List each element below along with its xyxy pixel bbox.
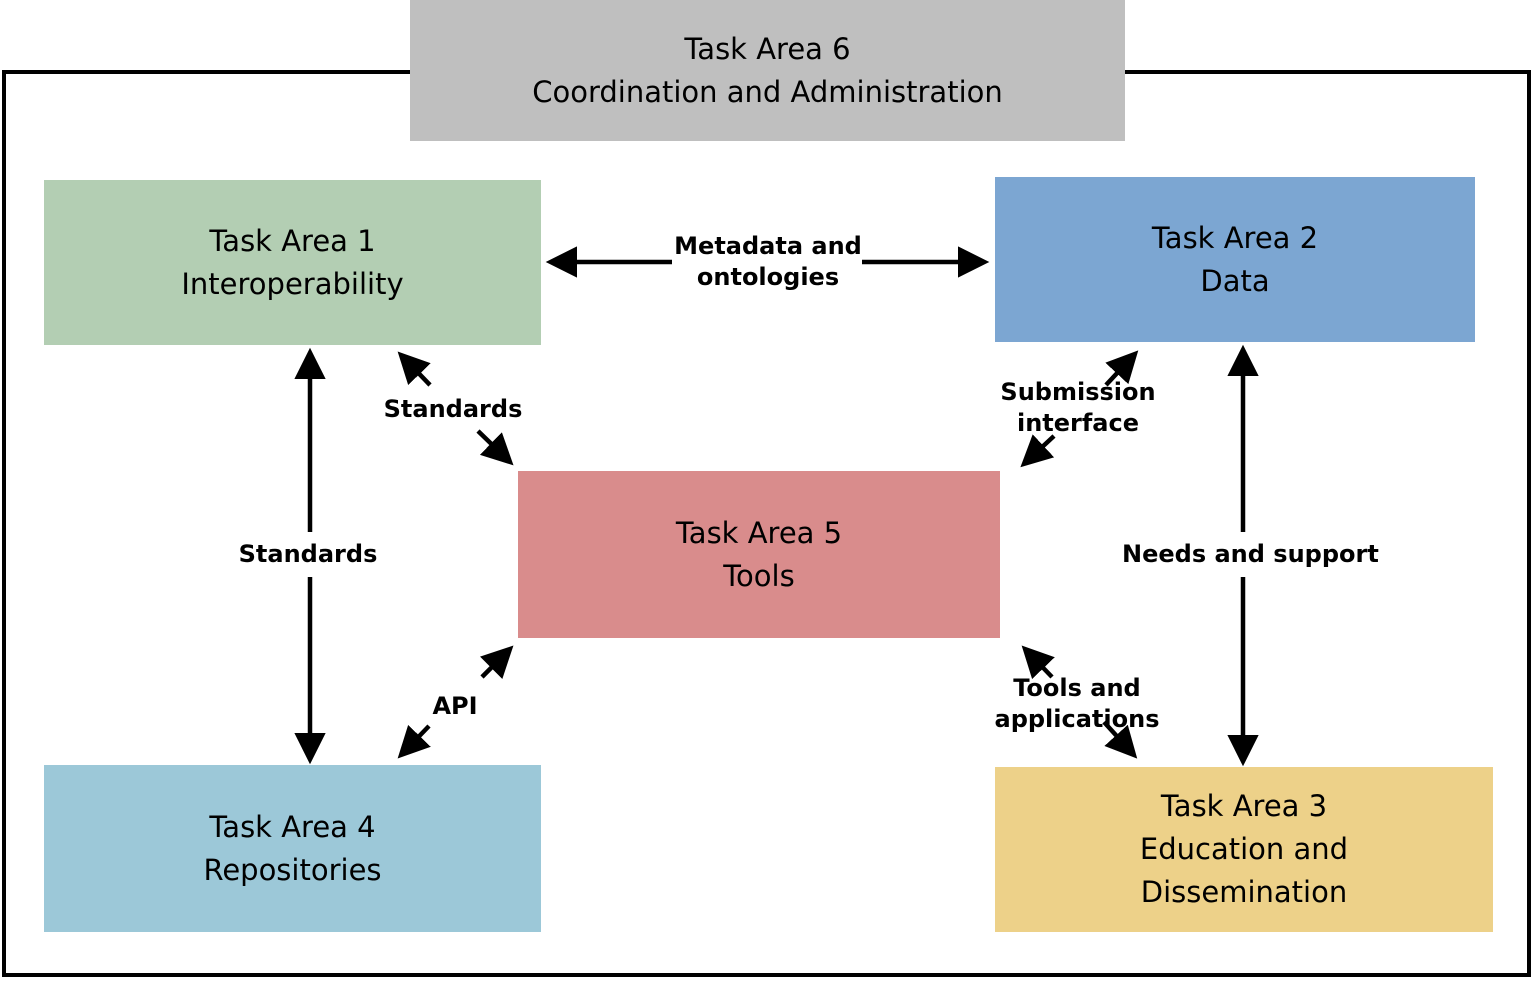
edge-label-line: Standards bbox=[383, 395, 523, 423]
edge-label-line: API bbox=[432, 692, 478, 720]
edge-label-line: Needs and support bbox=[1122, 540, 1379, 568]
edge-label-line: Tools and bbox=[1013, 674, 1141, 702]
edge-label-api: API bbox=[405, 691, 505, 722]
box-task-area-4: Task Area 4 Repositories bbox=[44, 765, 541, 932]
edge-label-standards-vertical: Standards bbox=[228, 539, 388, 570]
box-subtitle: Data bbox=[1200, 263, 1270, 298]
edge-tools-up bbox=[1021, 645, 1055, 680]
edge-label-metadata-and-ontologies: Metadata and ontologies bbox=[638, 231, 898, 293]
box-task-area-2: Task Area 2 Data bbox=[995, 177, 1475, 342]
box-title: Task Area 4 bbox=[209, 809, 376, 844]
box-title: Task Area 2 bbox=[1151, 220, 1319, 255]
box-subtitle: Repositories bbox=[203, 852, 382, 887]
edge-label-line: Metadata and bbox=[674, 232, 862, 260]
edge-lines bbox=[294, 246, 1259, 767]
box-subtitle: Tools bbox=[723, 558, 795, 593]
edge-label-submission-interface: Submission interface bbox=[978, 377, 1178, 439]
box-title: Task Area 5 bbox=[675, 515, 843, 550]
edge-tools-down bbox=[1102, 720, 1138, 759]
edge-label-line: interface bbox=[1016, 409, 1140, 437]
box-title: Task Area 1 bbox=[209, 223, 376, 258]
box-subtitle: Education and bbox=[1139, 832, 1349, 866]
edge-label-tools-and-applications: Tools and applications bbox=[977, 673, 1177, 735]
box-task-area-5: Task Area 5 Tools bbox=[518, 471, 1000, 638]
edge-label-line: Submission bbox=[1000, 378, 1156, 406]
box-subtitle: Interoperability bbox=[181, 266, 404, 301]
edge-submission-up bbox=[1104, 350, 1139, 387]
box-subtitle: Dissemination bbox=[1140, 875, 1348, 909]
edge-api-down bbox=[397, 724, 431, 759]
box-task-area-6: Task Area 6 Coordination and Administrat… bbox=[410, 0, 1125, 141]
edge-submission-down bbox=[1020, 434, 1056, 468]
edge-api-up bbox=[480, 645, 514, 679]
box-task-area-1: Task Area 1 Interoperability bbox=[44, 180, 541, 345]
edge-standards-diag-up bbox=[397, 351, 432, 387]
edge-label-standards-diagonal: Standards bbox=[373, 394, 533, 425]
box-task-area-3: Task Area 3 Education and Dissemination bbox=[995, 767, 1493, 932]
edge-label-line: ontologies bbox=[696, 263, 840, 291]
edge-label-line: Standards bbox=[238, 540, 378, 568]
box-title: Task Area 3 bbox=[1160, 789, 1328, 823]
edge-label-line: applications bbox=[994, 705, 1160, 733]
box-subtitle: Coordination and Administration bbox=[532, 74, 1003, 109]
box-title: Task Area 6 bbox=[684, 31, 851, 66]
edge-label-needs-and-support: Needs and support bbox=[1122, 539, 1379, 570]
edge-standards-diag-down bbox=[476, 429, 514, 466]
